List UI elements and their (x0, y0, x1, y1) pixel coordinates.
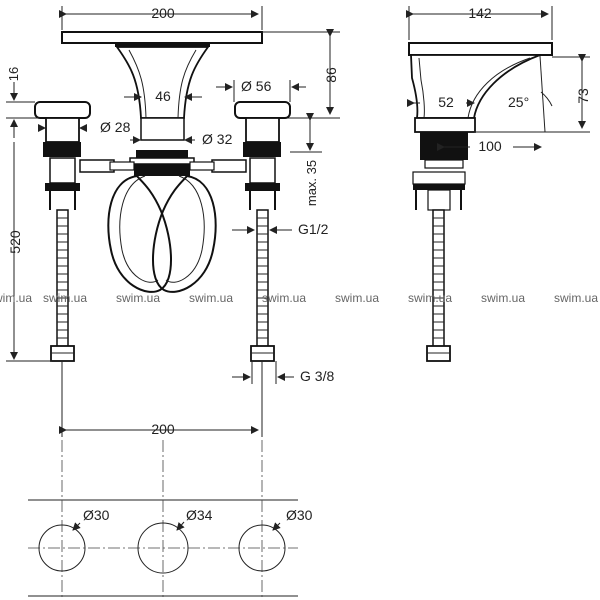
max-thickness-label: max. 35 (304, 160, 319, 206)
side-supply-pipe (426, 209, 451, 362)
side-height-label: 73 (575, 88, 591, 104)
hole-left-label: Ø30 (83, 507, 110, 523)
side-width-label: 142 (468, 5, 492, 21)
hose-thread-label: G 3/8 (300, 368, 334, 384)
watermark: swim.ua (554, 291, 598, 305)
total-height-label: 520 (7, 230, 23, 254)
left-handle-top (34, 101, 91, 119)
side-angle-label: 25° (508, 94, 529, 110)
flex-hose-loop-left (107, 175, 172, 293)
hole-middle (137, 522, 189, 574)
front-height-label: 86 (323, 67, 339, 83)
supply-pipe-right (250, 209, 275, 362)
right-handle-top (234, 101, 291, 119)
spout-base-diameter-label: Ø 32 (202, 131, 233, 147)
hole-right (238, 524, 286, 572)
watermark: swim.ua (43, 291, 87, 305)
supply-pipe-left (50, 209, 75, 362)
centers-label: 200 (151, 421, 175, 437)
watermark: swim.ua (189, 291, 233, 305)
watermark: swim.ua (481, 291, 525, 305)
hole-left (38, 524, 86, 572)
flex-hose-loop-right (152, 175, 217, 293)
handle-height-label: 16 (6, 67, 21, 81)
inlet-thread-label: G1/2 (298, 221, 329, 237)
hole-plan: Ø30 Ø34 Ø30 (28, 440, 313, 600)
side-spout-plate (408, 42, 553, 56)
watermark: swim.ua (0, 291, 32, 305)
side-projection-label: 100 (478, 138, 502, 154)
spout-funnel (115, 46, 210, 119)
watermark: swim.ua (335, 291, 379, 305)
side-view: 142 73 52 25° (406, 5, 591, 362)
handle-base-diameter-label: Ø 28 (100, 119, 131, 135)
watermark: swim.ua (408, 291, 452, 305)
front-width-label: 200 (151, 5, 175, 21)
handle-diameter-label: Ø 56 (241, 78, 272, 94)
side-neck-label: 52 (438, 94, 454, 110)
watermark: swim.ua (116, 291, 160, 305)
hole-middle-label: Ø34 (186, 507, 213, 523)
hole-right-label: Ø30 (286, 507, 313, 523)
watermark: swim.ua (262, 291, 306, 305)
watermark-row: swim.ua swim.ua swim.ua swim.ua swim.ua … (0, 291, 598, 305)
spout-plate (61, 31, 263, 44)
front-view: 200 86 46 Ø 56 (6, 5, 340, 437)
spout-neck-label: 46 (155, 88, 171, 104)
